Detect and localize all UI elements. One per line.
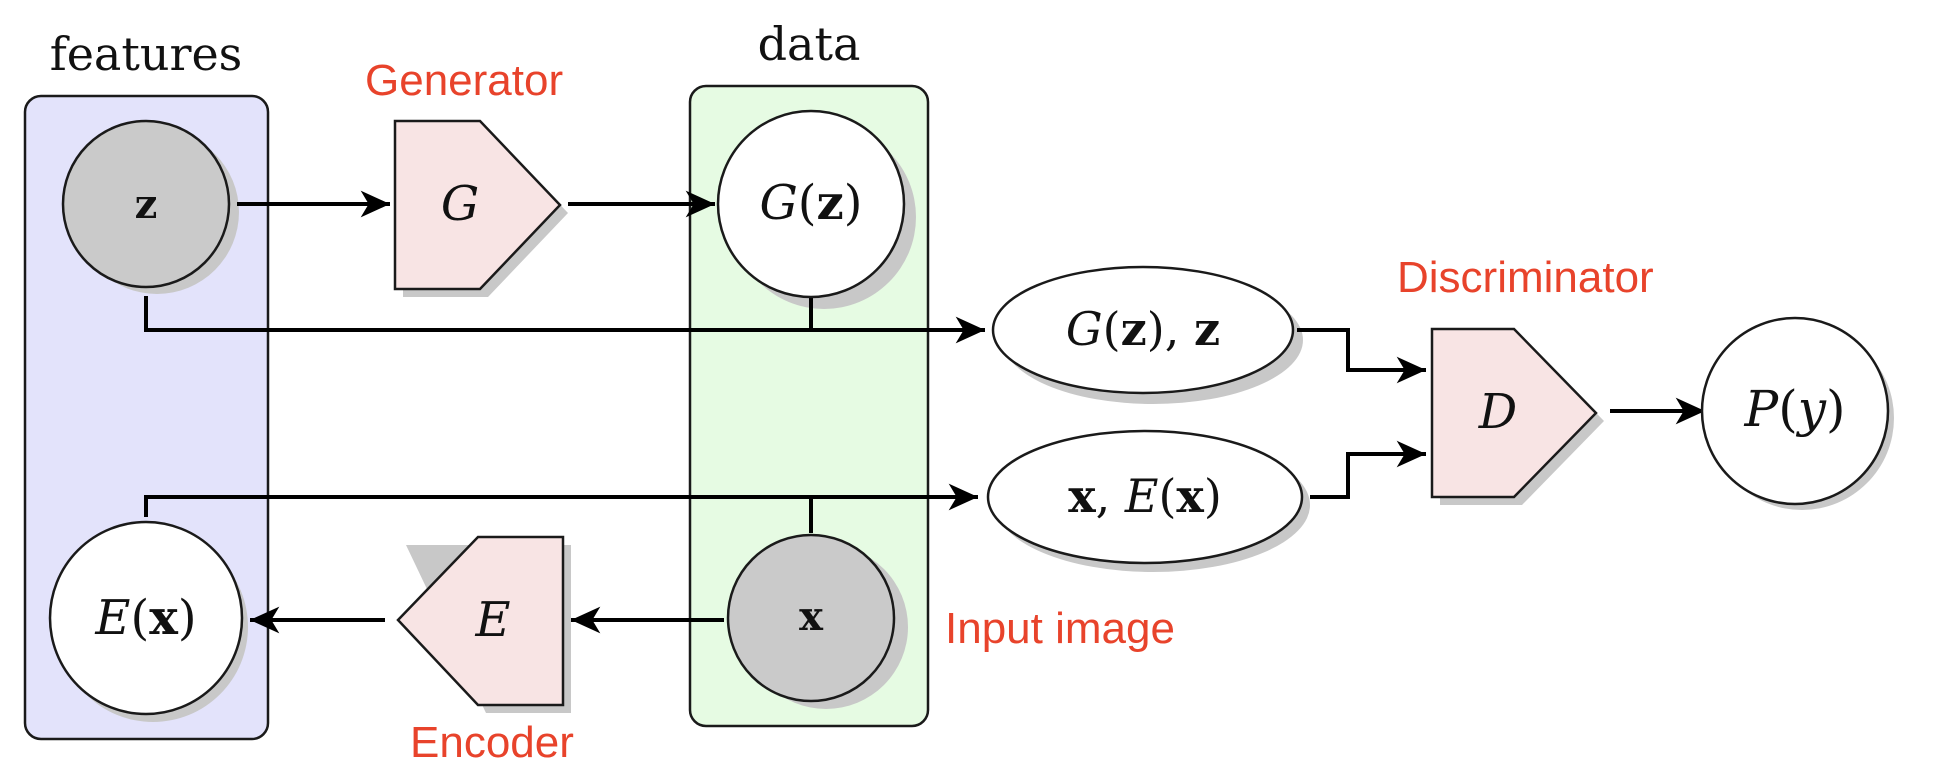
- node-pair-e-func: E: [1124, 469, 1159, 523]
- features-title: features: [50, 27, 243, 81]
- node-pair-e-open-paren: (: [1158, 469, 1176, 523]
- node-py-close-paren: ): [1826, 380, 1846, 438]
- node-pair-g-label: G(z), z: [1066, 302, 1220, 356]
- discriminator-block: D: [1430, 327, 1598, 499]
- node-pair-e-arg: x: [1176, 469, 1204, 523]
- node-py-arg: y: [1796, 380, 1827, 438]
- generator-block: G: [393, 119, 562, 291]
- encoder-label: Encoder: [410, 718, 574, 767]
- node-gz-open-paren: (: [798, 175, 817, 231]
- node-ex-arg: x: [149, 590, 178, 646]
- node-gz: G(z): [716, 109, 906, 299]
- node-pair-g-close-paren: ),: [1147, 302, 1194, 356]
- node-pair-e-close-paren: ): [1204, 469, 1222, 523]
- node-pair-e: x, E(x): [986, 429, 1304, 565]
- node-pair-g-open-paren: (: [1103, 302, 1121, 356]
- node-pair-e-head: x: [1068, 469, 1096, 523]
- node-py-label: P(y): [1744, 380, 1846, 438]
- node-gz-arg: z: [817, 175, 844, 231]
- node-pair-g-func: G: [1066, 302, 1103, 356]
- generator-block-label: G: [441, 176, 479, 232]
- node-gz-func: G: [759, 175, 797, 231]
- edge-pair-e-to-d: [1310, 440, 1426, 499]
- node-x-label: x: [799, 593, 824, 640]
- edge-z-to-pair-g: [144, 296, 985, 344]
- data-title: data: [758, 17, 861, 71]
- node-py-open-paren: (: [1778, 380, 1798, 438]
- node-pair-e-comma: ,: [1096, 469, 1125, 523]
- node-ex-open-paren: (: [130, 590, 149, 646]
- node-z-label: z: [135, 181, 158, 228]
- node-pair-e-label: x, E(x): [1068, 469, 1222, 523]
- encoder-block-label: E: [474, 592, 510, 648]
- node-py-func: P: [1744, 380, 1780, 438]
- node-x: x: [726, 533, 896, 703]
- node-z: z: [61, 119, 231, 289]
- node-ex-close-paren: ): [178, 590, 197, 646]
- node-pair-g-arg: z: [1121, 302, 1147, 356]
- node-ex: E(x): [48, 520, 244, 716]
- discriminator-block-label: D: [1478, 384, 1517, 440]
- node-py: P(y): [1700, 316, 1890, 506]
- input-image-label: Input image: [945, 604, 1175, 653]
- node-gz-close-paren: ): [844, 175, 863, 231]
- generator-label: Generator: [365, 56, 563, 105]
- node-pair-g: G(z), z: [991, 265, 1295, 395]
- edge-pair-g-to-d: [1297, 328, 1426, 384]
- node-pair-g-tail: z: [1194, 302, 1220, 356]
- node-ex-func: E: [94, 590, 130, 646]
- discriminator-label: Discriminator: [1397, 253, 1654, 302]
- edge-ex-to-pair-e: [144, 483, 978, 517]
- encoder-block: E: [396, 535, 565, 707]
- node-gz-label: G(z): [759, 175, 862, 231]
- node-ex-label: E(x): [94, 590, 196, 646]
